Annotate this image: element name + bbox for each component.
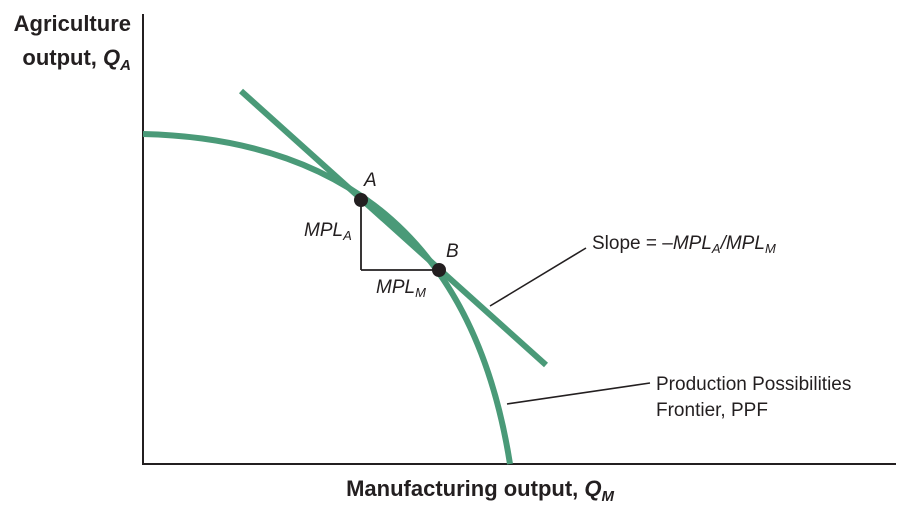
mpl-a-sub: A xyxy=(342,228,352,243)
slope-mpl-m-sub: M xyxy=(765,241,776,256)
x-axis-title-text: Manufacturing output, xyxy=(346,476,584,501)
x-axis-title: Manufacturing output, QM xyxy=(346,476,614,505)
slope-mpl-m: MPL xyxy=(726,233,765,254)
slope-annotation: Slope = –MPLA/MPLM xyxy=(592,233,776,256)
point-a-marker xyxy=(354,193,368,207)
mpl-a-label: MPLA xyxy=(304,220,352,243)
mpl-a-base: MPL xyxy=(304,220,343,241)
slope-prefix: Slope = – xyxy=(592,233,673,254)
ppf-annotation-line2: Frontier, PPF xyxy=(656,400,768,421)
slope-sep: / xyxy=(719,233,728,254)
y-axis-title-line2: output, QA xyxy=(22,45,131,74)
ppf-leader-line xyxy=(506,382,651,405)
y-axis-var: Q xyxy=(103,45,120,70)
mpl-m-base: MPL xyxy=(376,277,415,298)
y-axis-title-text: output, xyxy=(22,45,103,70)
y-axis-title-line1: Agriculture xyxy=(14,11,131,36)
x-axis-var: Q xyxy=(584,476,601,501)
axes xyxy=(142,14,896,465)
mpl-m-label: MPLM xyxy=(376,277,426,300)
ppf-annotation-line1: Production Possibilities xyxy=(656,374,851,395)
point-b-label: B xyxy=(446,241,459,262)
ppf-curve xyxy=(142,131,513,465)
slope-triangle xyxy=(360,200,439,271)
point-a-label: A xyxy=(363,170,377,191)
slope-mpl-a: MPL xyxy=(673,233,712,254)
tangent-line xyxy=(238,88,549,368)
x-axis-sub: M xyxy=(602,488,615,505)
mpl-m-sub: M xyxy=(415,285,426,300)
y-axis-sub: A xyxy=(119,57,131,74)
slope-mpl-a-sub: A xyxy=(711,241,721,256)
point-b-marker xyxy=(432,263,446,277)
slope-leader-line xyxy=(489,247,587,307)
